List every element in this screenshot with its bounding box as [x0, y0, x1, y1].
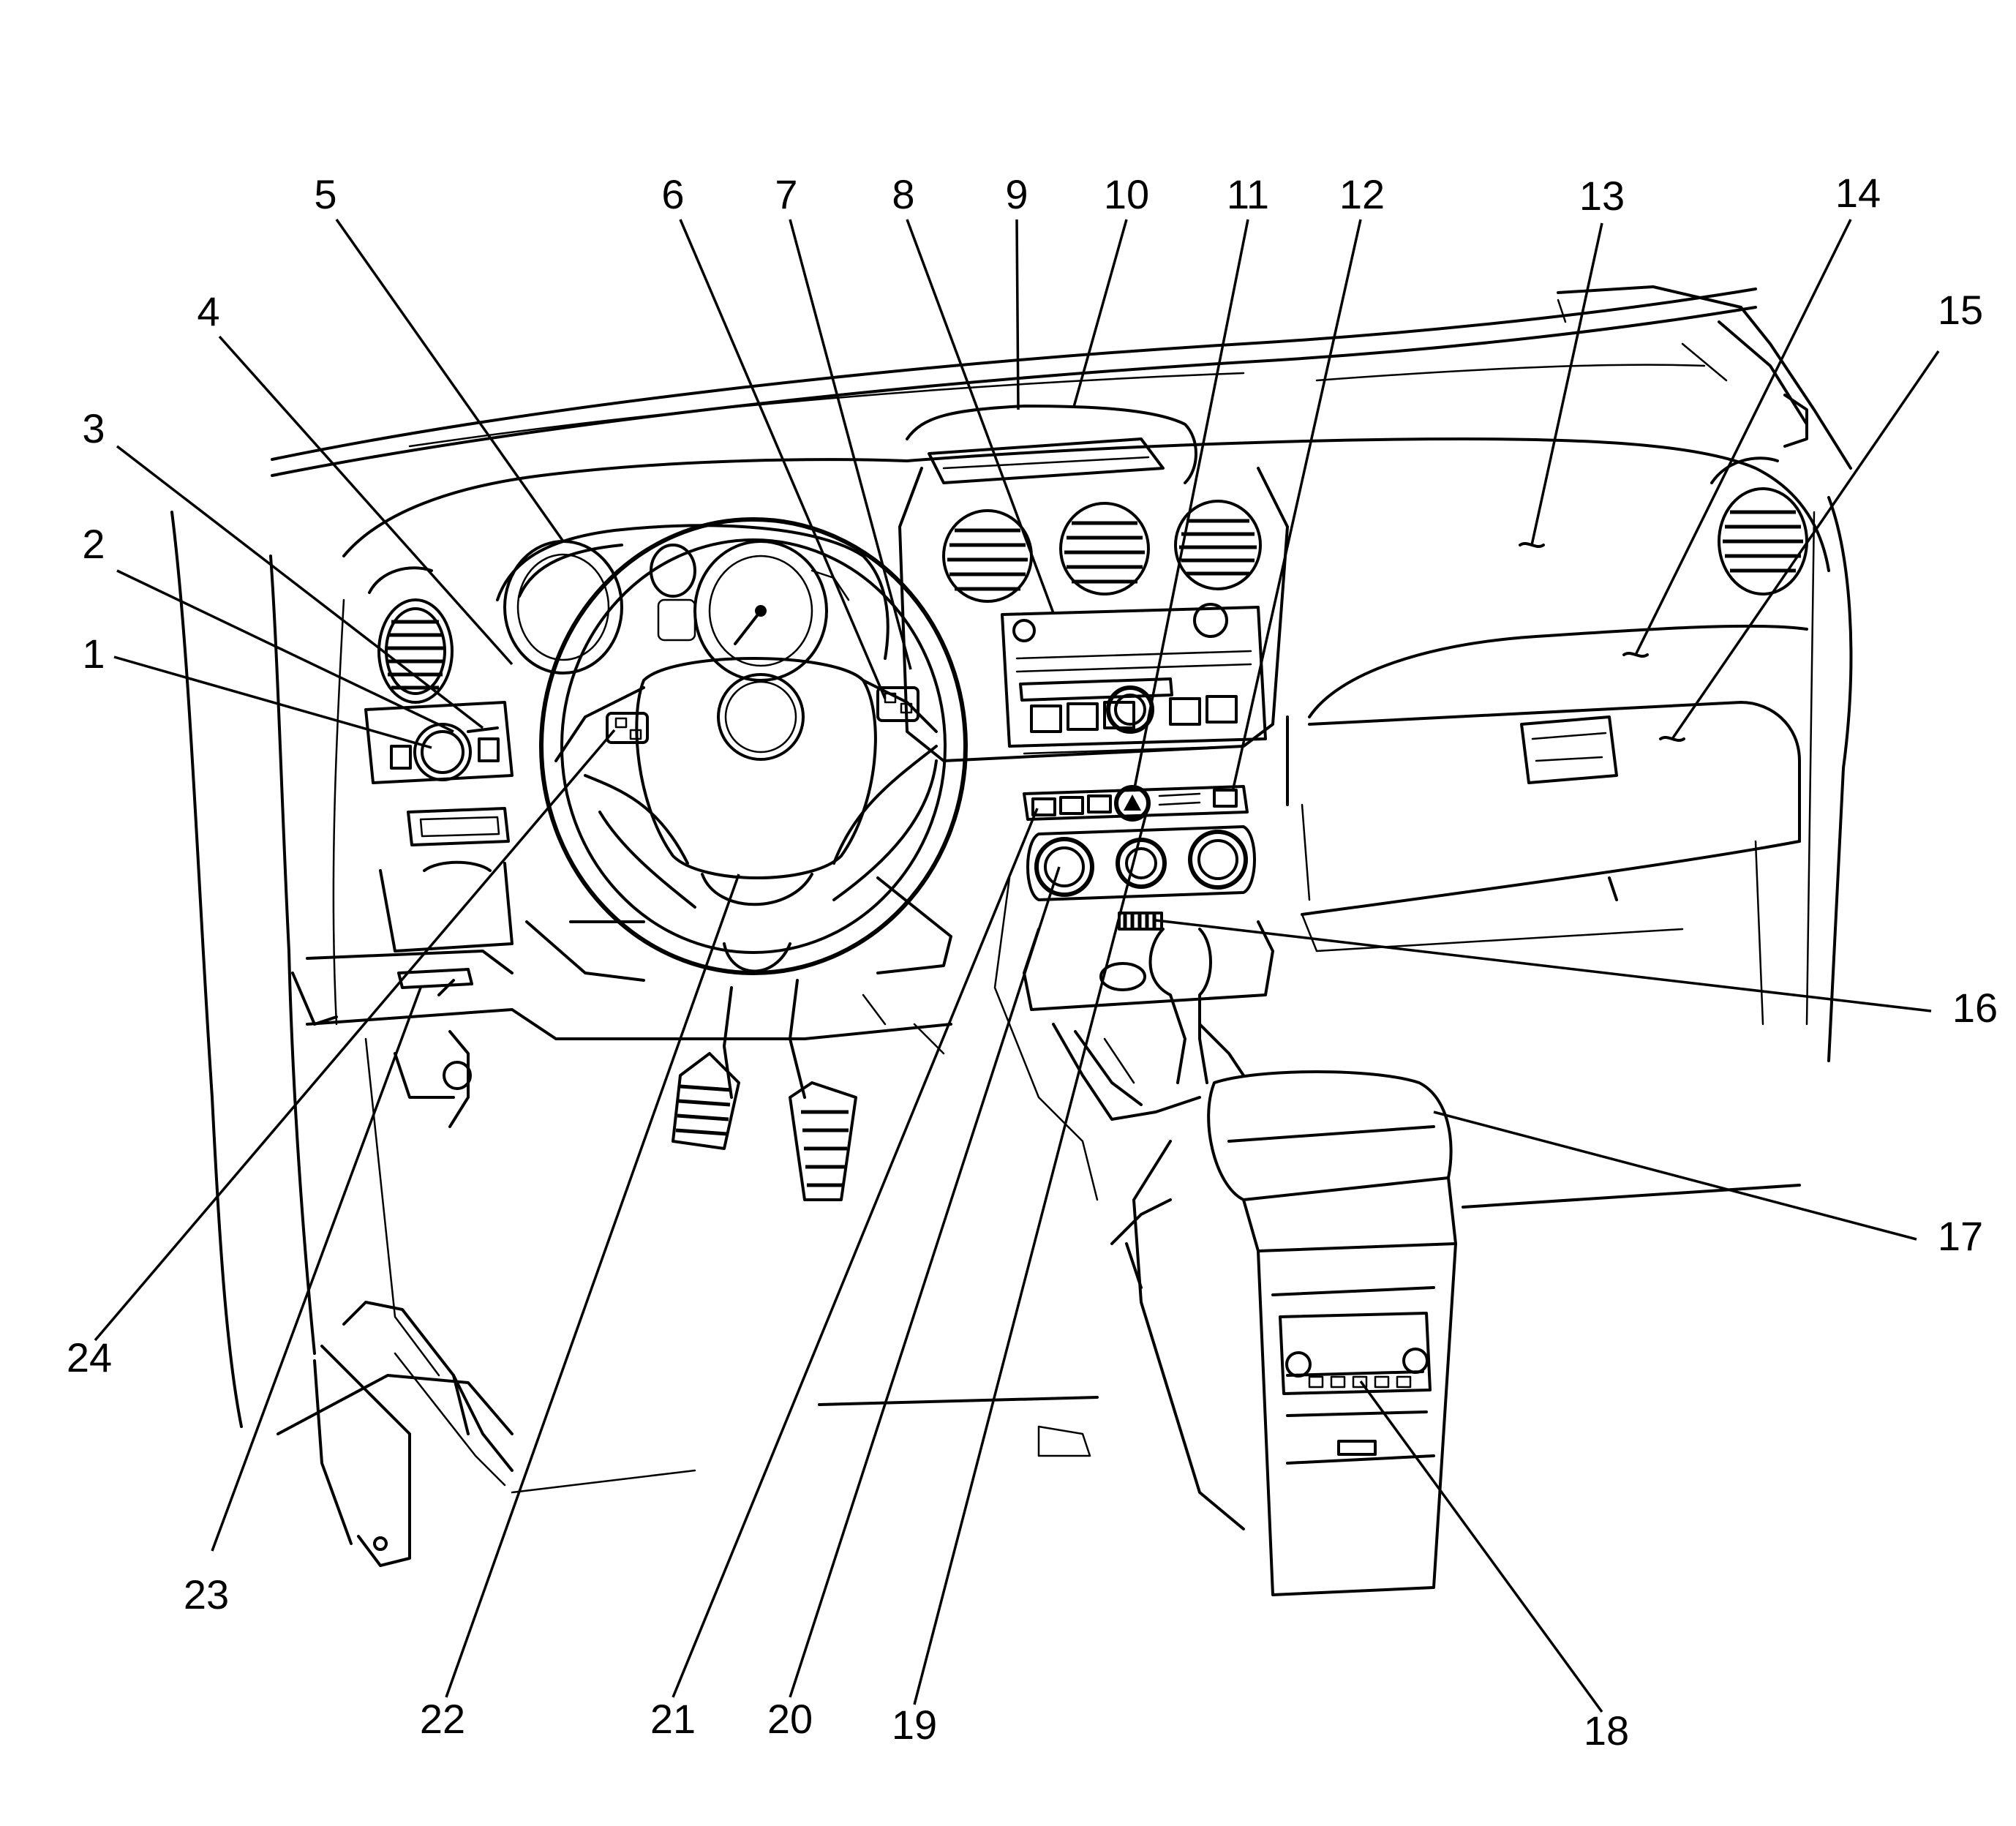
callout-11: 11: [1227, 171, 1269, 217]
leader-14: [1634, 219, 1852, 655]
leader-12: [1231, 219, 1362, 792]
leader-18: [1359, 1380, 1603, 1713]
callout-leaders: [94, 218, 1940, 1713]
callout-21: 21: [650, 1696, 696, 1742]
callout-10: 10: [1104, 171, 1149, 217]
leader-24: [94, 729, 616, 1342]
callout-12: 12: [1339, 171, 1385, 217]
leader-8: [906, 219, 1055, 614]
callout-8: 8: [892, 171, 914, 217]
leader-15: [1671, 350, 1940, 740]
leader-5: [335, 218, 565, 543]
callout-13: 13: [1579, 173, 1625, 219]
callout-19: 19: [892, 1702, 937, 1748]
leader-20: [789, 866, 1061, 1698]
leader-1: [113, 655, 432, 749]
callout-1: 1: [82, 631, 105, 677]
callout-16: 16: [1952, 985, 1998, 1031]
callout-6: 6: [661, 171, 684, 217]
leader-10: [1072, 219, 1128, 407]
leader-22: [445, 873, 740, 1698]
leader-23: [211, 987, 422, 1552]
leader-17: [1433, 1111, 1917, 1241]
callout-14: 14: [1835, 170, 1881, 216]
leader-4: [218, 335, 514, 666]
callout-3: 3: [82, 405, 105, 451]
callout-labels: 1 2 3 4 5 6 7 8 9 10 11 12 13 14 15 16 1…: [67, 170, 1998, 1754]
leader-3: [116, 445, 484, 729]
callout-20: 20: [767, 1696, 813, 1742]
leader-2: [116, 569, 454, 733]
leader-13: [1530, 222, 1603, 546]
callout-2: 2: [82, 521, 105, 567]
callout-7: 7: [775, 171, 797, 217]
leader-9: [1015, 219, 1020, 410]
leader-11: [1132, 219, 1249, 792]
callout-15: 15: [1938, 287, 1983, 333]
leader-7: [789, 219, 912, 670]
callout-24: 24: [67, 1334, 112, 1380]
callout-17: 17: [1938, 1213, 1983, 1259]
callout-18: 18: [1584, 1707, 1629, 1754]
leader-16: [1155, 919, 1932, 1012]
callout-9: 9: [1005, 171, 1028, 217]
dashboard-line-art: [170, 285, 1853, 1596]
callout-22: 22: [420, 1696, 465, 1742]
callout-23: 23: [184, 1571, 229, 1618]
callout-5: 5: [314, 171, 336, 217]
leader-19: [913, 804, 1150, 1705]
callout-4: 4: [197, 288, 219, 334]
leader-6: [679, 219, 887, 699]
leader-21: [672, 808, 1039, 1698]
